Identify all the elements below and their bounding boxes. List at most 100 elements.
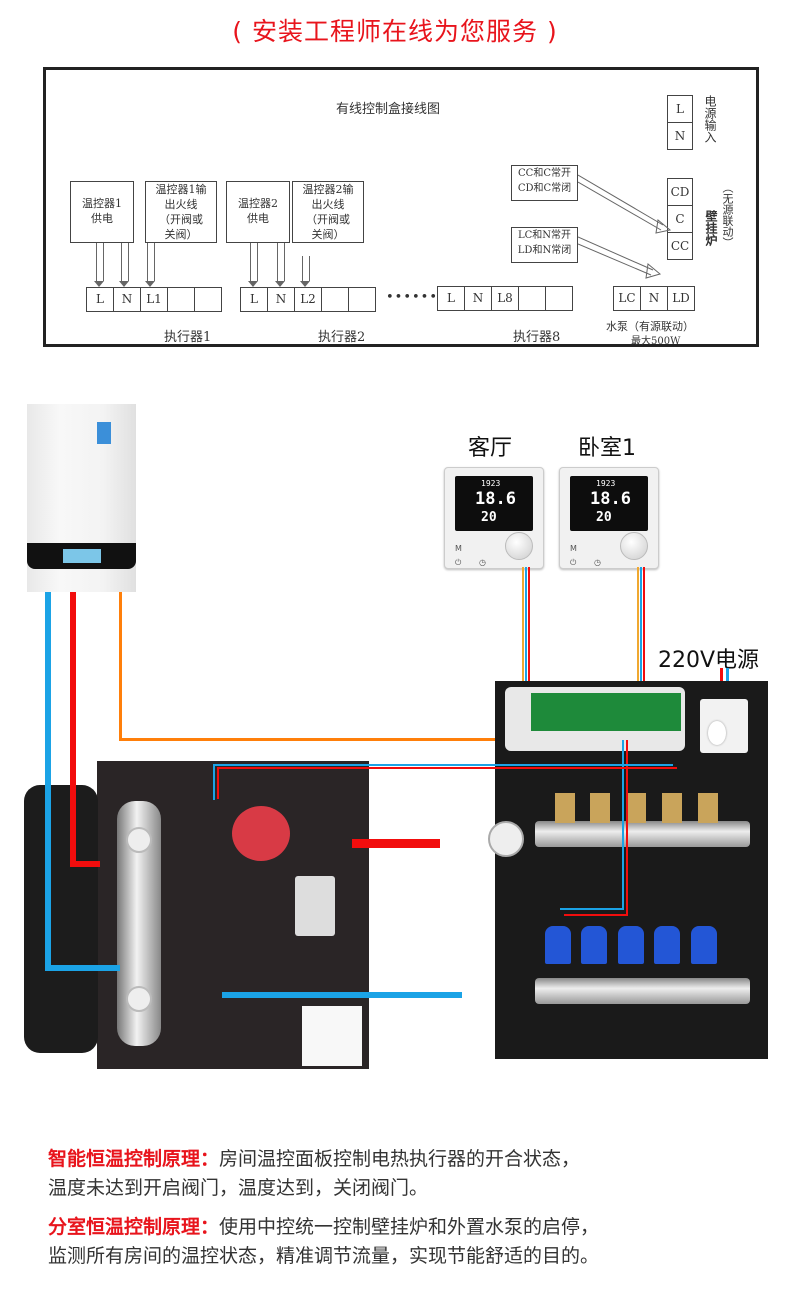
boiler-control-panel <box>27 543 136 569</box>
boiler-sublabel: （无源联动） <box>721 182 734 248</box>
power-wire-live <box>720 668 723 690</box>
supply-pipe <box>352 839 440 848</box>
energy-label <box>97 422 111 444</box>
actuator8-terminal: L N L8 <box>437 286 573 311</box>
thermostat1-output-box: 温控器1输 出火线 （开阀或 关阀） <box>145 181 217 243</box>
arrow-icon <box>248 243 258 287</box>
thermostat-bedroom1[interactable]: 1923 18.6 20 M ⏻ ◷ <box>559 467 659 569</box>
brass-valve <box>590 793 610 823</box>
arrow-icon <box>275 243 285 287</box>
terminal-cc: CC <box>670 239 690 253</box>
room-label-living-room: 客厅 <box>468 436 513 461</box>
thermostat-set-temp: 20 <box>481 510 497 525</box>
thermometer-gauge <box>126 827 152 853</box>
actuator2-label: 执行器2 <box>318 330 366 345</box>
actuator-wire <box>626 740 628 915</box>
thermostat-current-temp: 18.6 <box>590 489 631 509</box>
brass-valve <box>698 793 718 823</box>
control-box <box>505 687 685 751</box>
mode-button[interactable]: M <box>570 544 577 553</box>
boiler-label: 壁挂炉 <box>704 210 718 246</box>
actuator-wire <box>564 914 628 916</box>
wiring-diagram: 有线控制盒接线图 温控器1 供电 温控器1输 出火线 （开阀或 关阀） L N … <box>43 67 759 347</box>
boiler-note-box: CC和C常开 CD和C常闭 <box>511 165 578 201</box>
plug <box>708 721 726 745</box>
actuator-wire <box>560 908 624 910</box>
description-line: 使用中控统一控制壁挂炉和外置水泵的启停， <box>219 1216 600 1238</box>
thermostat-wire <box>640 567 642 707</box>
thermostat-wire <box>643 567 645 707</box>
thermostat-set-temp: 20 <box>596 510 612 525</box>
pump-wire <box>213 764 673 766</box>
boiler-lcd <box>63 549 101 563</box>
arrow-icon <box>145 243 155 287</box>
terminal-n: N <box>114 288 141 311</box>
boiler-terminal: CD C CC <box>667 178 693 260</box>
terminal-ld: LD <box>672 291 690 305</box>
terminal-l: L <box>87 288 114 311</box>
terminal-l: L <box>438 287 465 310</box>
terminal-l: L <box>241 288 268 311</box>
boiler-signal-wire <box>119 592 122 740</box>
thermostat2-power-box: 温控器2 供电 <box>226 181 290 243</box>
cold-return-pipe <box>45 965 120 971</box>
power-input-terminal: L N <box>667 95 693 150</box>
service-banner: ( 安装工程师在线为您服务 ) <box>232 17 558 46</box>
terminal-c: C <box>668 206 692 233</box>
clock-button[interactable]: ◷ <box>594 558 601 567</box>
terminal-blank <box>349 288 375 311</box>
actuator1-label: 执行器1 <box>164 330 212 345</box>
brass-valve <box>626 793 646 823</box>
actuator2-terminal: L N L2 <box>240 287 376 312</box>
pump-arrow-icon <box>578 236 662 279</box>
description-zone-control: 分室恒温控制原理：使用中控统一控制壁挂炉和外置水泵的启停， 监测所有房间的温控状… <box>48 1213 599 1271</box>
temperature-knob[interactable] <box>620 532 648 560</box>
power-button[interactable]: ⏻ <box>455 558 462 567</box>
hot-supply-pipe <box>70 592 76 864</box>
terminal-n: N <box>465 287 492 310</box>
pump-note-box: LC和N常开 LD和N常闭 <box>511 227 578 263</box>
thermostat-time: 1923 <box>481 479 501 488</box>
pump-panel <box>97 761 369 1069</box>
actuator <box>581 926 607 964</box>
cold-return-pipe <box>45 592 51 969</box>
pressure-gauge <box>488 821 524 857</box>
brass-valve <box>555 793 575 823</box>
description-line: 监测所有房间的温控状态，精准调节流量，实现节能舒适的目的。 <box>48 1245 600 1267</box>
description-line: 房间温控面板控制电热执行器的开合状态， <box>219 1148 581 1170</box>
thermostat-living-room[interactable]: 1923 18.6 20 M ⏻ ◷ <box>444 467 544 569</box>
terminal-blank <box>546 287 572 310</box>
terminal-n: N <box>641 287 668 310</box>
manifold-panel <box>488 681 768 1059</box>
actuator <box>618 926 644 964</box>
power-button[interactable]: ⏻ <box>570 558 577 567</box>
actuator <box>654 926 680 964</box>
brass-valve <box>662 793 682 823</box>
clock-button[interactable]: ◷ <box>479 558 486 567</box>
thermostat-current-temp: 18.6 <box>475 489 516 509</box>
thermostat-wire <box>528 567 530 707</box>
wiring-title: 有线控制盒接线图 <box>336 102 441 117</box>
terminal-l1: L1 <box>141 288 168 311</box>
return-pipe <box>222 992 462 998</box>
thermostat-wire <box>522 567 524 707</box>
insulation-shell <box>24 785 98 1053</box>
terminal-n: N <box>268 288 295 311</box>
pump-wire <box>213 764 215 800</box>
terminal-blank <box>322 288 349 311</box>
thermostat1-power-box: 温控器1 供电 <box>70 181 134 243</box>
power-socket <box>700 699 748 753</box>
power-input-label: 电源输入 <box>703 95 717 143</box>
pump-wire <box>217 767 677 769</box>
mode-button[interactable]: M <box>455 544 462 553</box>
return-manifold <box>535 978 750 1004</box>
supply-manifold <box>535 821 750 847</box>
temperature-knob[interactable] <box>505 532 533 560</box>
pump-label: 水泵（有源联动） <box>606 320 694 333</box>
thermostat-wire <box>637 567 639 707</box>
wall-boiler <box>27 404 136 592</box>
cold-return-pipe <box>45 785 51 969</box>
actuator <box>691 926 717 964</box>
boiler-signal-wire <box>119 738 679 741</box>
arrow-icon <box>119 243 129 287</box>
